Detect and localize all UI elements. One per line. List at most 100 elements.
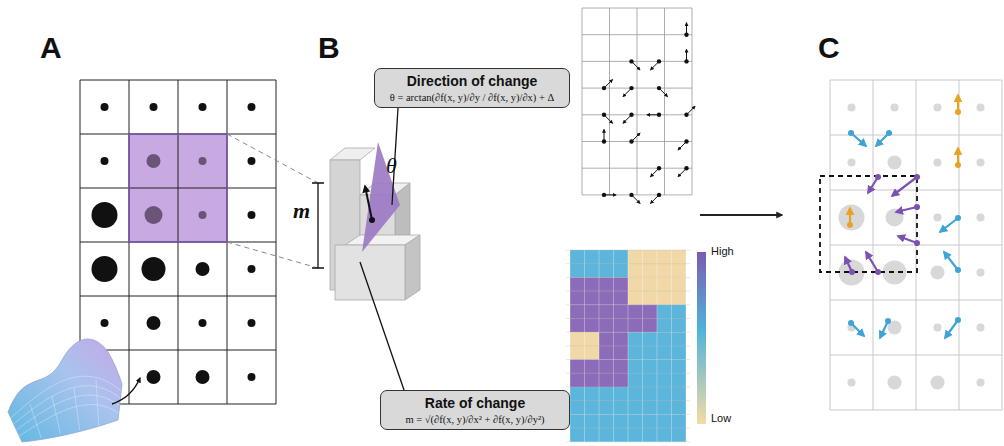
data-dot: [92, 202, 118, 228]
flow-vector: [876, 133, 889, 146]
magnitude-symbol: m: [293, 200, 310, 222]
surface-mesh: [14, 386, 121, 424]
data-dot: [848, 379, 856, 387]
highlight-cell: [129, 188, 178, 242]
grid-line: [830, 300, 1002, 301]
flow-vector: [896, 207, 917, 212]
direction-arrow: [632, 133, 640, 141]
heatmap-gridline: [566, 400, 690, 401]
heatmap-gridline: [566, 373, 690, 374]
callout-heading: Rate of change: [387, 395, 563, 411]
direction-arrow: [604, 115, 612, 123]
data-dot: [101, 319, 109, 327]
heatmap-gridline: [566, 263, 690, 264]
colorbar-label: Low: [711, 413, 731, 424]
data-dot: [147, 370, 161, 384]
data-dot: [848, 104, 856, 112]
formula-text: m = √(∂f(x, y)/∂x² + ∂f(x, y)/∂y²): [387, 414, 563, 425]
surface-mesh: [16, 395, 119, 430]
data-dot: [101, 103, 109, 111]
flow-vector: [892, 177, 917, 196]
grid-line: [582, 88, 692, 89]
data-dot: [977, 324, 985, 332]
surface-mesh: [96, 380, 99, 426]
data-dot: [147, 316, 161, 330]
grid-line: [582, 141, 692, 142]
formula-text: θ = arctan(∂f(x, y)/∂y / ∂f(x, y)/∂x) + …: [381, 92, 563, 103]
direction-grid: [582, 8, 695, 203]
colorbar: [697, 252, 706, 424]
data-dot: [101, 157, 109, 165]
direction-arrow: [623, 88, 631, 96]
angle-symbol: θ: [386, 155, 397, 177]
flow-vector: [851, 323, 864, 336]
surface-mesh: [11, 376, 121, 418]
data-dot: [977, 104, 985, 112]
highlight-cell: [178, 188, 227, 242]
data-dot: [196, 262, 210, 276]
direction-arrow: [604, 80, 612, 88]
data-dot: [888, 376, 902, 390]
data-dot: [977, 214, 985, 222]
grid-line: [80, 296, 276, 297]
highlight-cell: [178, 134, 227, 188]
grid-line: [582, 8, 583, 195]
data-dot: [248, 319, 256, 327]
surface: [8, 339, 122, 442]
direction-arrow: [651, 195, 659, 203]
callout-heading: Direction of change: [381, 73, 563, 89]
flow-vector: [940, 218, 958, 232]
data-dot: [839, 260, 865, 286]
formula-callout: Direction of change θ = arctan(∂f(x, y)/∂…: [374, 68, 570, 108]
flow-vector: [868, 177, 878, 193]
data-dot: [931, 376, 945, 390]
flow-vector: [898, 236, 917, 243]
data-dot: [150, 103, 158, 111]
block-side: [405, 235, 420, 300]
surface-illustration: [8, 339, 122, 442]
grid-line: [582, 8, 692, 9]
data-dot: [199, 211, 207, 219]
panel-letter: C: [818, 33, 840, 63]
grid-line: [582, 34, 692, 35]
surface-mesh: [30, 404, 41, 438]
grid-line: [692, 8, 693, 195]
block-illustration: [330, 142, 420, 300]
grid-line: [637, 8, 638, 195]
magnitude-bracket: [312, 183, 324, 268]
flow-vector: [866, 252, 878, 272]
direction-arrow: [365, 186, 372, 220]
grid-line: [830, 410, 1002, 411]
direction-arrow: [651, 168, 659, 176]
heatmap-gridline: [566, 332, 690, 333]
direction-arrow: [678, 142, 686, 150]
panel-c-grid: [820, 80, 1002, 410]
panel-letter: B: [318, 33, 340, 63]
data-dot: [931, 266, 945, 280]
data-dot: [92, 256, 118, 282]
data-dot: [934, 324, 942, 332]
direction-arrow: [687, 106, 695, 114]
flow-vector: [851, 133, 866, 146]
heatmap-gridline: [566, 359, 690, 360]
direction-arrow: [651, 61, 659, 69]
block-top: [330, 148, 375, 160]
grid-line: [582, 114, 692, 115]
curved-arrow: [112, 378, 140, 404]
data-dot: [248, 211, 256, 219]
zoom-line: [227, 242, 318, 268]
data-dot: [199, 103, 207, 111]
data-dot: [888, 156, 902, 170]
highlight-border: [129, 134, 227, 242]
formula-callout: Rate of change m = √(∂f(x, y)/∂x² + ∂f(x,…: [380, 390, 570, 430]
heatmap-gridline: [566, 387, 690, 388]
flow-vector: [880, 321, 888, 338]
data-dot: [199, 157, 207, 165]
direction-arrow: [604, 130, 605, 142]
data-dot: [934, 159, 942, 167]
gradient-plane: [362, 142, 400, 252]
heatmap-gridline: [566, 291, 690, 292]
data-dot: [142, 257, 166, 281]
